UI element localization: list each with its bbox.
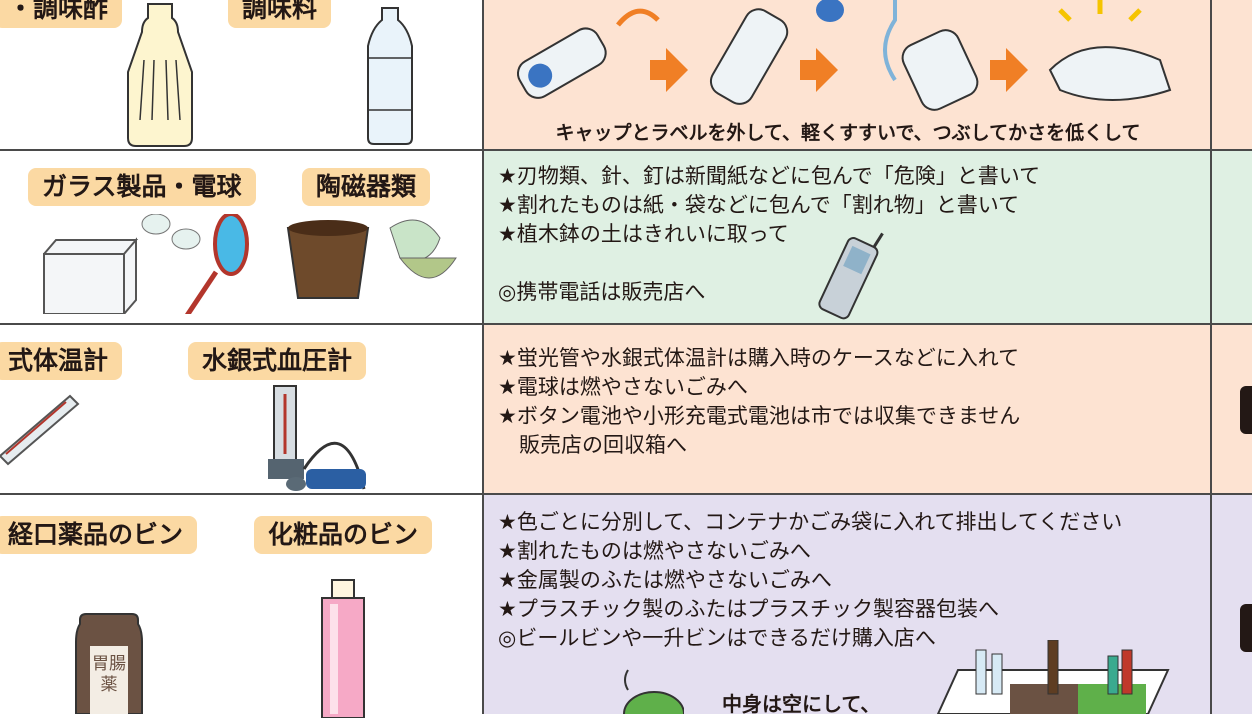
seasoning-bottle-illustration [127,3,193,147]
row4-side-marker [1240,604,1252,652]
row-divider-1 [0,149,1252,151]
mobile-phone-illustration [818,232,884,320]
row-glass-ceramics: ガラス製品・電球 陶磁器類 ★刃物類、針、釘は新聞紙などに包んで「危険」と書いて… [0,150,1252,324]
row-pet-bottles: ・調味酢 調味料 キャップとラベルを外して、軽くすすいで、つぶしてかさを低くし [0,0,1252,150]
row3-side-marker [1240,386,1252,434]
tag-medicine-bottle: 経口薬品のビン [0,516,198,554]
row-glass-bottles: 経口薬品のビン 化粧品のビン 胃腸薬 ★色ごとに分別して、コンテナかごみ袋に入れ… [0,494,1252,718]
ceramics-illustration [286,219,457,299]
row1-items-panel: ・調味酢 調味料 [0,0,482,150]
row-divider-2 [0,323,1252,325]
tag-cosmetics-bottle: 化粧品のビン [254,516,433,554]
pet-bottle-illustration [367,7,413,145]
cosmetics-bottle-illustration [321,579,365,718]
row4-items-panel: 経口薬品のビン 化粧品のビン 胃腸薬 [0,494,482,718]
row-hazardous: 式体温計 水銀式血圧計 ★蛍光管や水銀式体温計は購入時のケースなどに入れて ★電… [0,324,1252,494]
glass-bottle-notes: ★色ごとに分別して、コンテナかごみ袋に入れて排出してください ★割れたものは燃や… [498,510,1123,650]
hazardous-notes: ★蛍光管や水銀式体温計は購入時のケースなどに入れて ★電球は燃やさないごみへ ★… [498,346,1021,457]
glass-notes: ★刃物類、針、釘は新聞紙などに包んで「危険」と書いて ★割れたものは紙・袋などに… [498,164,1041,304]
glass-items-illustration [43,214,249,314]
pet-bottle-caption: キャップとラベルを外して、軽くすすいで、つぶしてかさを低くして [555,122,1141,144]
row3-items-panel: 式体温計 水銀式血圧計 [0,324,482,494]
column-divider-left [482,0,484,714]
tag-seasoning: 調味料 [228,0,332,28]
thermometer-illustration [0,394,80,466]
blood-pressure-illustration [268,385,366,491]
sorting-containers-illustration [936,640,1170,714]
tag-mercury-thermometer: 式体温計 [0,342,123,380]
rinsing-bottle-illustration [623,669,684,714]
tag-glass-bulbs: ガラス製品・電球 [28,168,256,206]
row2-items-panel: ガラス製品・電球 陶磁器類 [0,150,482,324]
tag-ceramics: 陶磁器類 [302,168,431,206]
column-divider-right [1210,0,1212,714]
medicine-bottle-illustration [75,613,143,714]
medicine-bottle-label: 胃腸薬 [92,654,126,695]
tag-mercury-blood-pressure: 水銀式血圧計 [188,342,367,380]
row-divider-3 [0,493,1252,495]
tag-seasoning-vinegar: ・調味酢 [0,0,123,28]
pet-bottle-steps-illustration [516,0,1172,111]
empty-contents-text: 中身は空にして、 [722,692,881,716]
